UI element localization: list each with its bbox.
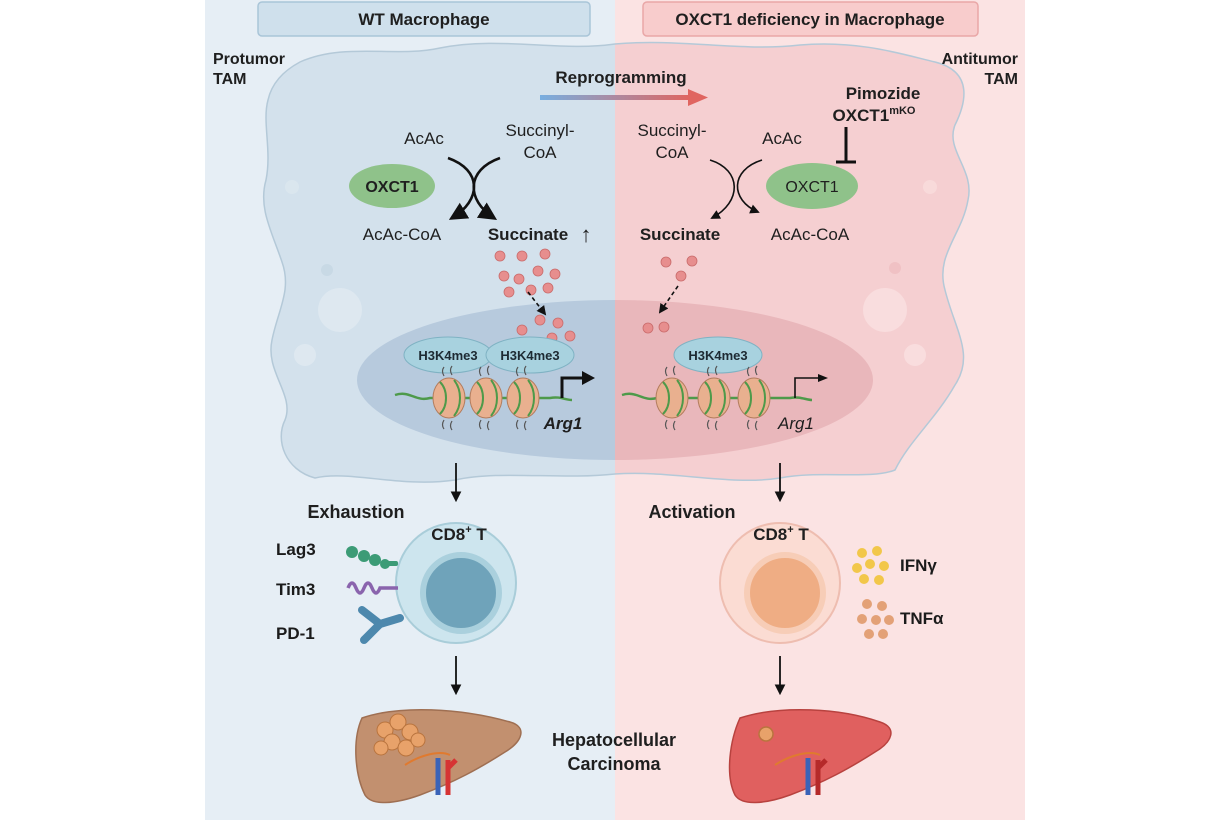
right-liver (728, 708, 892, 804)
vesicles (285, 180, 937, 366)
left-acac: AcAc (404, 129, 444, 148)
pd1-receptor (358, 606, 404, 644)
left-succinyl-1: Succinyl- (506, 121, 575, 140)
right-reaction-curve-1 (709, 159, 736, 219)
lag3-receptor (346, 546, 398, 569)
left-succinyl-2: CoA (523, 143, 557, 162)
left-liver (355, 708, 522, 804)
receptor-lag3-label: Lag3 (276, 540, 316, 559)
right-gene-label: Arg1 (777, 414, 814, 433)
right-acac-coa: AcAc-CoA (771, 225, 850, 244)
left-h3k4me3-2 (485, 336, 575, 374)
right-header-box (642, 1, 979, 37)
right-dashed-arrow (658, 285, 679, 314)
right-acac: AcAc (762, 129, 802, 148)
left-transcription-arrow (560, 376, 584, 398)
tnfa-cytokines (857, 599, 894, 639)
left-oxct1-enzyme (349, 164, 435, 208)
right-transcription-arrow-head (818, 374, 828, 382)
right-header-title: OXCT1 deficiency in Macrophage (675, 10, 944, 29)
left-chromatin: Arg1 (394, 365, 595, 433)
left-histone-marks: H3K4me3 H3K4me3 (403, 336, 575, 374)
left-tam-label-2: TAM (213, 71, 246, 88)
reprogramming-label: Reprogramming (555, 68, 686, 87)
right-nucleosome-2 (697, 365, 731, 431)
left-gene-label: Arg1 (543, 414, 583, 433)
left-tcell-label: CD8+ T (431, 524, 487, 544)
succinate-up-arrow: ↑ (581, 222, 592, 247)
right-tcell-label: CD8+ T (753, 524, 809, 544)
left-acac-coa: AcAc-CoA (363, 225, 442, 244)
right-succinate-dots (642, 255, 698, 334)
right-cd8-t-cell: CD8+ T (719, 522, 841, 644)
left-header-title: WT Macrophage (358, 10, 489, 29)
disease-label-2: Carcinoma (567, 754, 661, 774)
right-oxct1-enzyme (766, 163, 858, 209)
cytokine-tnfa-label: TNFα (900, 609, 944, 628)
right-reaction-curve-2 (736, 159, 763, 214)
left-dashed-arrow (527, 291, 547, 316)
right-tam-label-1: Antitumor (942, 51, 1018, 68)
cytokine-ifng-label: IFNγ (900, 556, 937, 575)
left-nucleosome-2 (469, 365, 503, 431)
tumor-nodules (373, 713, 426, 757)
right-succinyl-1: Succinyl- (638, 121, 707, 140)
receptor-tim3-label: Tim3 (276, 580, 315, 599)
disease-label-1: Hepatocellular (552, 730, 676, 750)
ifng-cytokines (852, 546, 889, 585)
right-h3k4me3-label: H3K4me3 (688, 348, 747, 363)
right-tcell-state: Activation (648, 502, 735, 522)
left-reaction: AcAc Succinyl- CoA OXCT1 AcAc-CoA Succin… (349, 121, 592, 247)
inhibitor-oxct1-mko: OXCT1mKO (833, 105, 916, 125)
left-h3k4me3-label-2: H3K4me3 (500, 348, 559, 363)
right-chromatin: Arg1 (621, 365, 828, 433)
left-cd8-t-cell: CD8+ T (395, 522, 517, 644)
left-reaction-curve-2 (472, 156, 501, 220)
right-reaction: Succinyl- CoA AcAc OXCT1 Succinate AcAc-… (638, 121, 858, 244)
reprogramming-arrow-shaft (540, 95, 690, 100)
inhibitor-pimozide: Pimozide (846, 84, 921, 103)
right-tam-label-2: TAM (985, 71, 1018, 88)
left-header-box (257, 1, 591, 37)
left-tam-label-1: Protumor (213, 51, 285, 68)
left-oxct1-label: OXCT1 (365, 179, 418, 196)
right-transcription-arrow (794, 377, 818, 398)
left-nucleosome-3 (506, 365, 540, 431)
left-nucleosome-1 (432, 365, 466, 431)
left-succinate: Succinate (488, 225, 568, 244)
right-nucleosome-3 (737, 365, 771, 431)
tim3-receptor (346, 581, 398, 595)
reprogramming-arrow-head (688, 89, 708, 106)
right-succinate: Succinate (640, 225, 720, 244)
right-nucleosome-1 (655, 365, 689, 431)
left-h3k4me3-label-1: H3K4me3 (418, 348, 477, 363)
small-tumor (758, 726, 774, 742)
left-transcription-arrow-head (582, 371, 595, 385)
inhibition-bar (836, 127, 856, 164)
receptor-pd1-label: PD-1 (276, 624, 315, 643)
right-h3k4me3 (673, 336, 763, 374)
right-oxct1-label: OXCT1 (785, 179, 838, 196)
right-succinyl-2: CoA (655, 143, 689, 162)
left-tcell-state: Exhaustion (307, 502, 404, 522)
